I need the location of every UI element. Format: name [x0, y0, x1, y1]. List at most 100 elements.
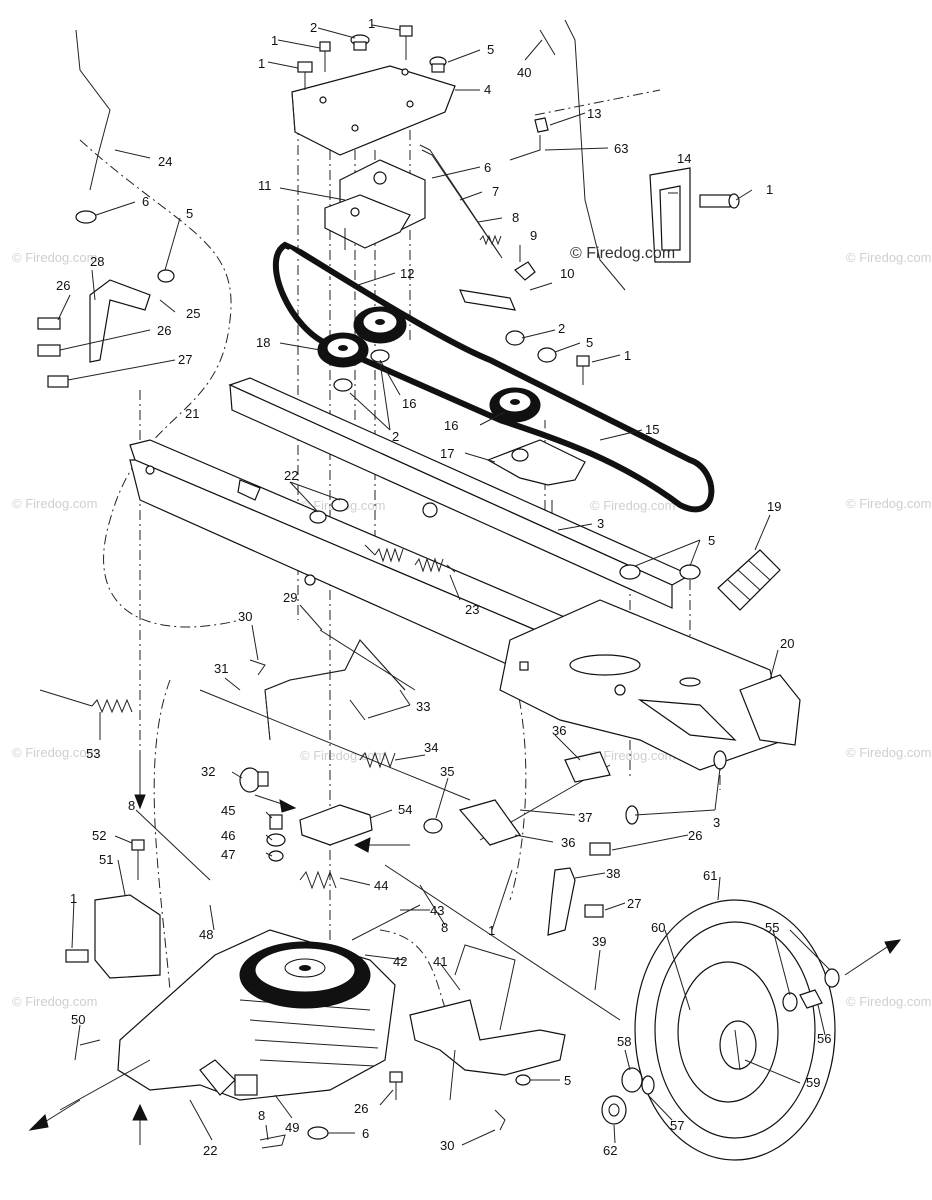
- washer-6-lower: [307, 1126, 329, 1140]
- idler-spring-small: [479, 234, 502, 246]
- cable-63: [509, 117, 549, 161]
- callout-label: 42: [393, 954, 407, 969]
- callout-label: 6: [362, 1126, 369, 1141]
- watermark-text: © Firedog.com: [590, 498, 675, 513]
- callout-label: 27: [627, 896, 641, 911]
- callout-label: 5: [487, 42, 494, 57]
- callout-label: 2: [558, 321, 565, 336]
- knob-32: [239, 767, 269, 793]
- nuts-5-right: [619, 564, 701, 580]
- callout-label: 30: [440, 1138, 454, 1153]
- callout-label: 1: [624, 348, 631, 363]
- belt-guide-rod: [419, 144, 503, 259]
- callout-label: 5: [586, 335, 593, 350]
- callout-label: 39: [592, 934, 606, 949]
- callout-label: 24: [158, 154, 172, 169]
- callout-labels: 1 1 1 2 5 40 4 13 24 63 6 14 11 7 1 6 5 …: [56, 16, 831, 1158]
- callout-label: 37: [578, 810, 592, 825]
- callout-label: 30: [238, 609, 252, 624]
- callout-label: 61: [703, 868, 717, 883]
- callout-label: 16: [402, 396, 416, 411]
- callout-label: 63: [614, 141, 628, 156]
- bracket-41: [409, 944, 566, 1131]
- rear-plate-20: [739, 674, 801, 746]
- callout-label: 6: [142, 194, 149, 209]
- callout-label: 2: [392, 429, 399, 444]
- callout-label: 1: [766, 182, 773, 197]
- bolts-3-right: [625, 750, 727, 825]
- callout-label: 5: [186, 206, 193, 221]
- callout-label: 47: [221, 847, 235, 862]
- cable-31: [199, 689, 471, 801]
- callout-label: 51: [99, 852, 113, 867]
- callout-label: 36: [552, 723, 566, 738]
- callout-label: 56: [817, 1031, 831, 1046]
- callout-label: 28: [90, 254, 104, 269]
- bracket-14: [649, 167, 740, 263]
- lift-rod-13: [564, 19, 626, 291]
- callout-label: 50: [71, 1012, 85, 1027]
- hardware-55-56: [782, 968, 840, 1012]
- pulley-16-upper: [353, 306, 407, 363]
- callout-label: 6: [484, 160, 491, 175]
- pulley-18: [317, 332, 369, 392]
- left-bracket-28-25: [37, 269, 175, 388]
- callout-label: 60: [651, 920, 665, 935]
- callout-label: 55: [765, 920, 779, 935]
- callout-label: 20: [780, 636, 794, 651]
- callout-label: 25: [186, 306, 200, 321]
- rod-40: [539, 29, 556, 56]
- callout-label: 9: [530, 228, 537, 243]
- callout-label: 48: [199, 927, 213, 942]
- callout-label: 15: [645, 422, 659, 437]
- bracket-52-51: [65, 839, 161, 979]
- watermark-text: © Firedog.com: [12, 250, 97, 265]
- callout-label: 40: [517, 65, 531, 80]
- callout-label: 62: [603, 1143, 617, 1158]
- watermark-text: © Firedog.com: [846, 250, 931, 265]
- watermark-text: © Firedog.com: [12, 745, 97, 760]
- callout-label: 18: [256, 335, 270, 350]
- callout-label: 36: [561, 835, 575, 850]
- bracket-38: [547, 842, 611, 936]
- callout-label: 12: [400, 266, 414, 281]
- axle-50: [59, 1039, 151, 1111]
- callout-label: 43: [430, 903, 444, 918]
- bolt-hardware-top: [297, 25, 447, 90]
- callout-label: 14: [677, 151, 691, 166]
- hardware-58-57-62: [601, 1067, 655, 1125]
- callout-label: 26: [688, 828, 702, 843]
- callout-label: 26: [354, 1101, 368, 1116]
- watermark-text: © Firedog.com: [846, 745, 931, 760]
- callout-label: 22: [284, 468, 298, 483]
- callout-label: 27: [178, 352, 192, 367]
- hardware-45-46-47: [266, 814, 286, 862]
- callout-label: 1: [368, 16, 375, 31]
- lever-33: [264, 639, 406, 741]
- callout-label: 49: [285, 1120, 299, 1135]
- callout-label: 52: [92, 828, 106, 843]
- callout-label: 8: [258, 1108, 265, 1123]
- spring-44: [299, 870, 337, 890]
- callout-label: 2: [310, 20, 317, 35]
- clip-8-lower: [259, 1134, 286, 1149]
- callout-label: 1: [488, 923, 495, 938]
- clip-30-upper: [249, 659, 266, 676]
- callout-label: 45: [221, 803, 235, 818]
- idler-bracket-plate: [291, 65, 456, 156]
- callout-label: 1: [70, 891, 77, 906]
- grip-19: [717, 549, 781, 611]
- callout-label: 3: [597, 516, 604, 531]
- watermark-text: © Firedog.com: [12, 496, 97, 511]
- callout-label: 1: [258, 56, 265, 71]
- wheel-61: [634, 899, 836, 1161]
- rod-29: [319, 629, 416, 691]
- callout-label: 59: [806, 1075, 820, 1090]
- callout-label: 13: [587, 106, 601, 121]
- direction-arrows: [28, 760, 902, 1145]
- callout-label: 31: [214, 661, 228, 676]
- watermark-text: © Firedog.com: [590, 748, 675, 763]
- frame-rear-plate: [499, 599, 786, 771]
- callout-label: 41: [433, 954, 447, 969]
- callout-label: 10: [560, 266, 574, 281]
